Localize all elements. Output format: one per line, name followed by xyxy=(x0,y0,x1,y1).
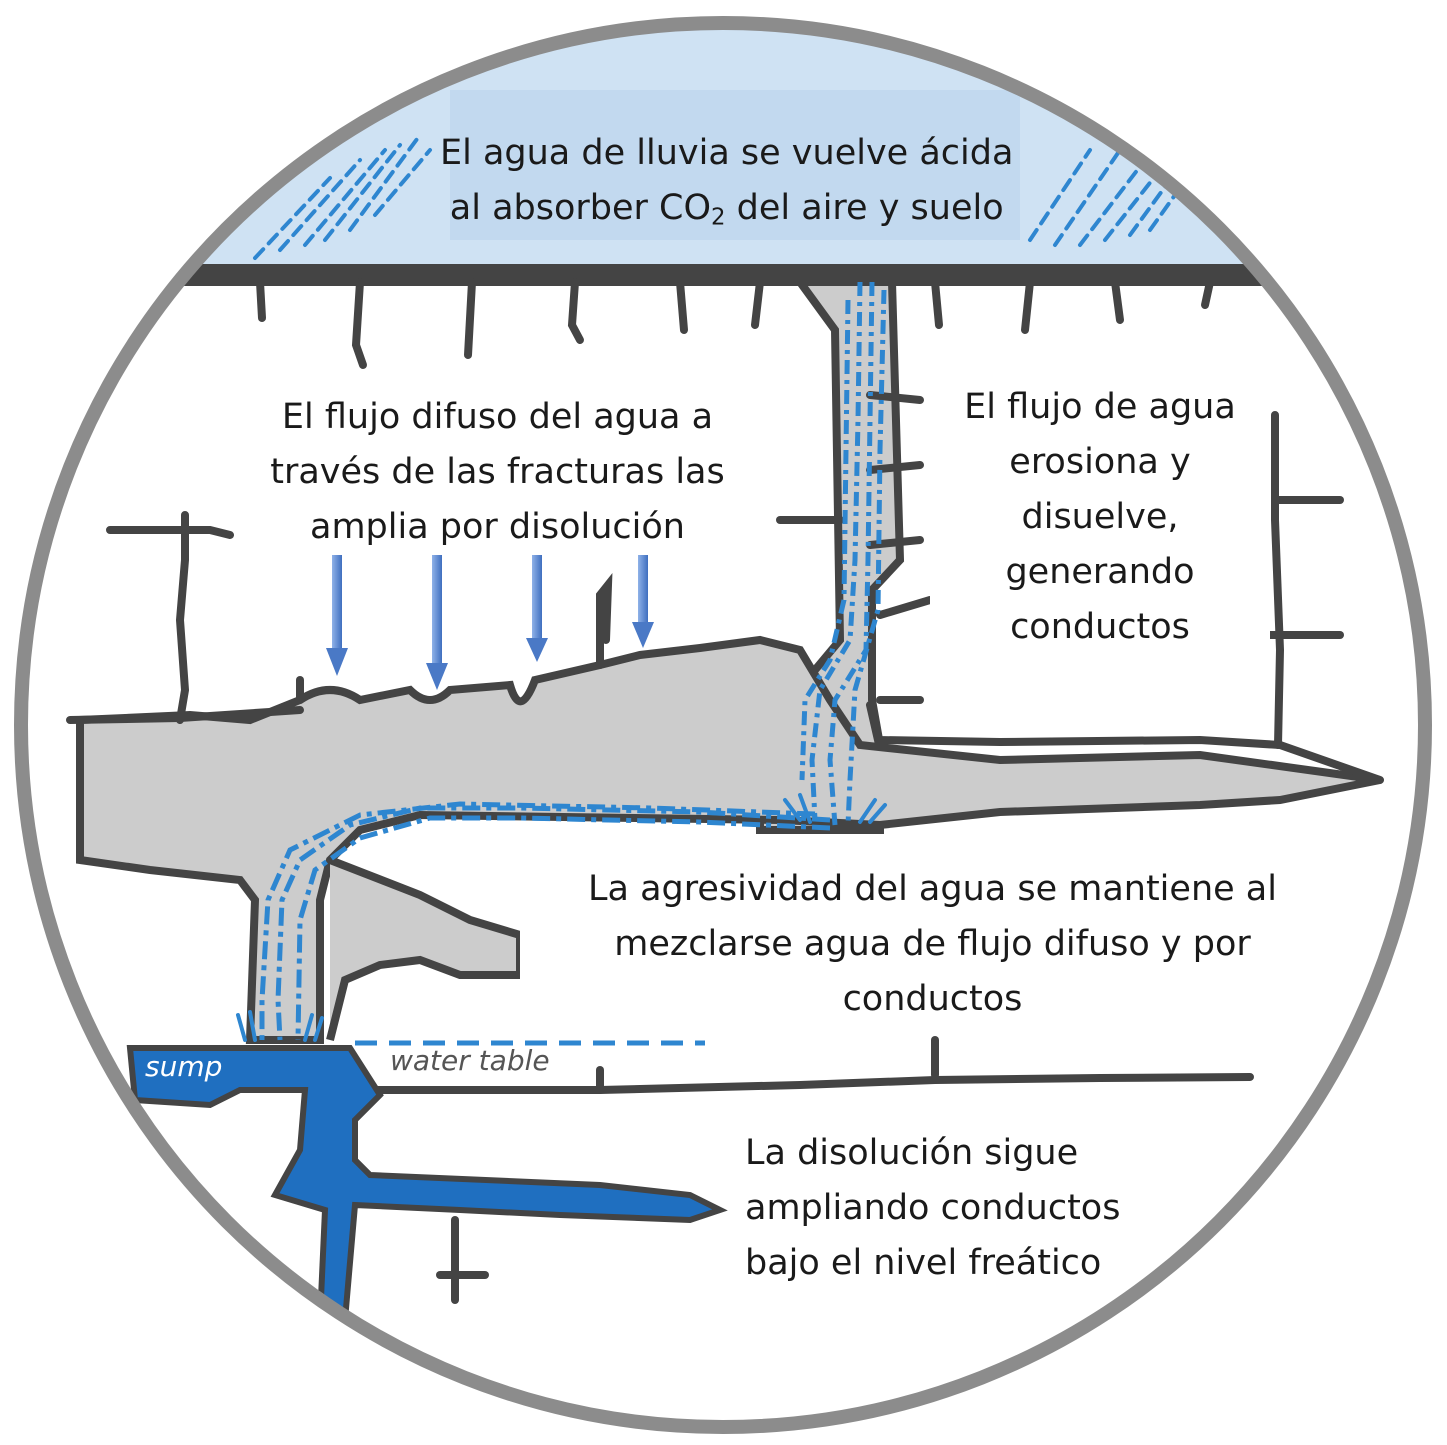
water-table-label: water table xyxy=(390,1044,550,1077)
mixing-label: La agresividad del agua se mantiene al m… xyxy=(520,862,1345,1027)
arrow-4 xyxy=(632,555,654,648)
rain-label-line1: El agua de lluvia se vuelve ácida xyxy=(440,126,1013,181)
arrow-2 xyxy=(426,555,448,690)
sump-label: sump xyxy=(145,1050,222,1083)
rain-label: El agua de lluvia se vuelve ácida al abs… xyxy=(440,126,1013,246)
diffuse-flow-label: El flujo difuso del agua a través de las… xyxy=(255,390,740,555)
lower-gallery xyxy=(330,860,520,1040)
rain-label-line2: al absorber CO2 del aire y suelo xyxy=(440,181,1013,246)
arrow-3 xyxy=(526,555,548,662)
conduit-flow-label: El flujo de agua erosiona y disuelve, ge… xyxy=(930,380,1270,655)
arrow-1 xyxy=(326,555,348,676)
phreatic-label: La disolución sigue ampliando conductos … xyxy=(745,1126,1120,1291)
surface-fissures xyxy=(260,282,1210,365)
